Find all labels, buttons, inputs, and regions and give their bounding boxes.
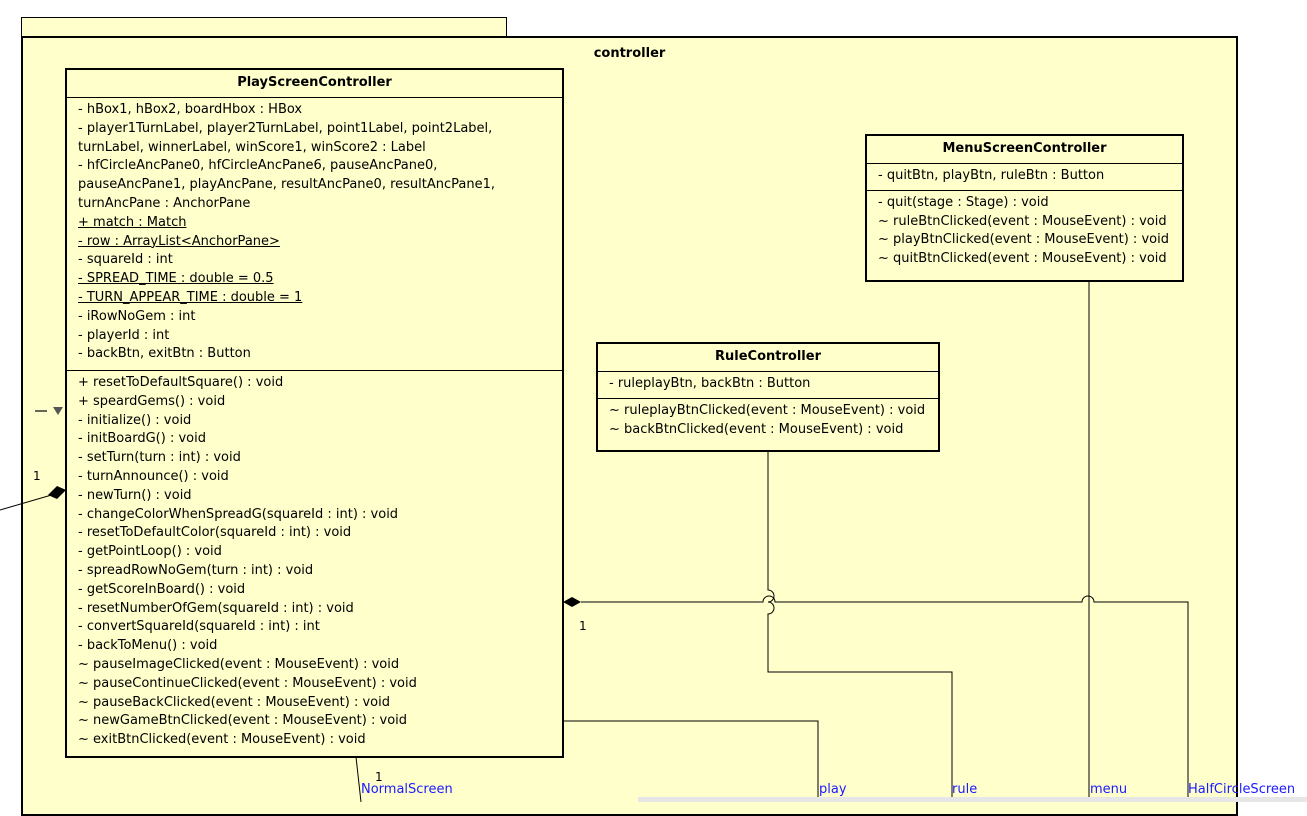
half-circle-screen-line (581, 595, 1189, 802)
method: ~ ruleplayBtnClicked(event : MouseEvent)… (609, 402, 926, 418)
method: - convertSquareId(squareId : int) : int (78, 619, 320, 635)
package-title: controller (593, 46, 666, 61)
method: ~ backBtnClicked(event : MouseEvent) : v… (609, 421, 904, 437)
method: - getPointLoop() : void (78, 544, 222, 560)
label-normal-screen[interactable]: NormalScreen (361, 782, 453, 797)
class-rule-controller[interactable]: RuleController - ruleplayBtn, backBtn : … (596, 342, 940, 452)
attribute-static: + match : Match (78, 214, 187, 230)
method: ~ quitBtnClicked(event : MouseEvent) : v… (878, 251, 1167, 267)
method: - getScoreInBoard() : void (78, 581, 246, 597)
label-half-circle-screen[interactable]: HalfCircleScreen (1188, 782, 1296, 797)
attributes-section: - quitBtn, playBtn, ruleBtn : Button (867, 163, 1182, 190)
method: ~ newGameBtnClicked(event : MouseEvent) … (78, 713, 408, 729)
left-association-line (0, 493, 56, 511)
method: ~ pauseBackClicked(event : MouseEvent) :… (78, 694, 390, 710)
attribute: - ruleplayBtn, backBtn : Button (609, 376, 811, 391)
multiplicity-left: 1 (33, 469, 41, 483)
multiplicity-right: 1 (579, 619, 587, 633)
method: - initBoardG() : void (78, 431, 206, 447)
attribute-static: - row : ArrayList<AnchorPane> (78, 233, 280, 249)
attribute: - quitBtn, playBtn, ruleBtn : Button (878, 168, 1105, 183)
play-line (563, 720, 819, 802)
method: - backToMenu() : void (78, 638, 218, 654)
methods-section: ~ ruleplayBtnClicked(event : MouseEvent)… (598, 397, 938, 444)
method: - setTurn(turn : int) : void (78, 450, 241, 466)
method: - spreadRowNoGem(turn : int) : void (78, 562, 314, 578)
multiplicity-bottom: 1 (375, 770, 383, 784)
methods-section: - quit(stage : Stage) : void ~ ruleBtnCl… (867, 189, 1182, 273)
attribute: turnLabel, winnerLabel, winScore1, winSc… (78, 139, 426, 155)
attribute: - iRowNoGem : int (78, 308, 196, 324)
attribute: - squareId : int (78, 252, 173, 268)
label-rule[interactable]: rule (952, 782, 978, 797)
attribute: - player1TurnLabel, player2TurnLabel, po… (78, 120, 493, 136)
class-play-screen-controller[interactable]: PlayScreenController - hBox1, hBox2, boa… (65, 68, 564, 758)
normal-screen-line (355, 756, 362, 802)
attribute: - hfCircleAncPane0, hfCircleAncPane6, pa… (78, 158, 438, 174)
method: - resetNumberOfGem(squareId : int) : voi… (78, 600, 354, 616)
method: - turnAnnounce() : void (78, 468, 229, 484)
label-play[interactable]: play (819, 782, 847, 797)
attribute: - hBox1, hBox2, boardHbox : HBox (78, 102, 303, 117)
method: ~ exitBtnClicked(event : MouseEvent) : v… (78, 732, 366, 748)
right-composition-diamond (563, 597, 581, 607)
class-name: PlayScreenController (237, 75, 392, 90)
attribute: - playerId : int (78, 327, 170, 343)
attributes-section: - ruleplayBtn, backBtn : Button (598, 371, 938, 398)
rule-line (767, 452, 953, 802)
attribute: pauseAncPane1, playAncPane, resultAncPan… (78, 177, 496, 193)
method: - quit(stage : Stage) : void (878, 194, 1049, 210)
method: + speardGems() : void (78, 393, 226, 409)
label-menu[interactable]: menu (1090, 782, 1128, 797)
attribute: - backBtn, exitBtn : Button (78, 346, 251, 362)
attribute-static: - TURN_APPEAR_TIME : double = 1 (78, 289, 303, 305)
left-composition-diamond (48, 486, 66, 499)
method: ~ pauseImageClicked(event : MouseEvent) … (78, 656, 400, 672)
method: ~ pauseContinueClicked(event : MouseEven… (78, 675, 417, 691)
method: - resetToDefaultColor(squareId : int) : … (78, 525, 352, 541)
attribute-static: - SPREAD_TIME : double = 0.5 (78, 271, 274, 287)
class-menu-screen-controller[interactable]: MenuScreenController - quitBtn, playBtn,… (865, 134, 1184, 282)
method: ~ ruleBtnClicked(event : MouseEvent) : v… (878, 213, 1167, 229)
method: - changeColorWhenSpreadG(squareId : int)… (78, 506, 399, 522)
class-name: MenuScreenController (942, 141, 1107, 156)
method: + resetToDefaultSquare() : void (78, 375, 284, 390)
method: ~ playBtnClicked(event : MouseEvent) : v… (878, 232, 1169, 248)
attribute: turnAncPane : AnchorPane (78, 195, 251, 211)
method: - newTurn() : void (78, 487, 192, 503)
dependency-arrowhead (53, 407, 63, 415)
class-name: RuleController (715, 349, 821, 364)
methods-section: + resetToDefaultSquare() : void + speard… (67, 370, 562, 754)
horizontal-scrollbar[interactable] (638, 797, 1307, 802)
attributes-section: - hBox1, hBox2, boardHbox : HBox - playe… (67, 97, 562, 370)
method: - initialize() : void (78, 412, 192, 428)
package-tab (21, 17, 507, 36)
